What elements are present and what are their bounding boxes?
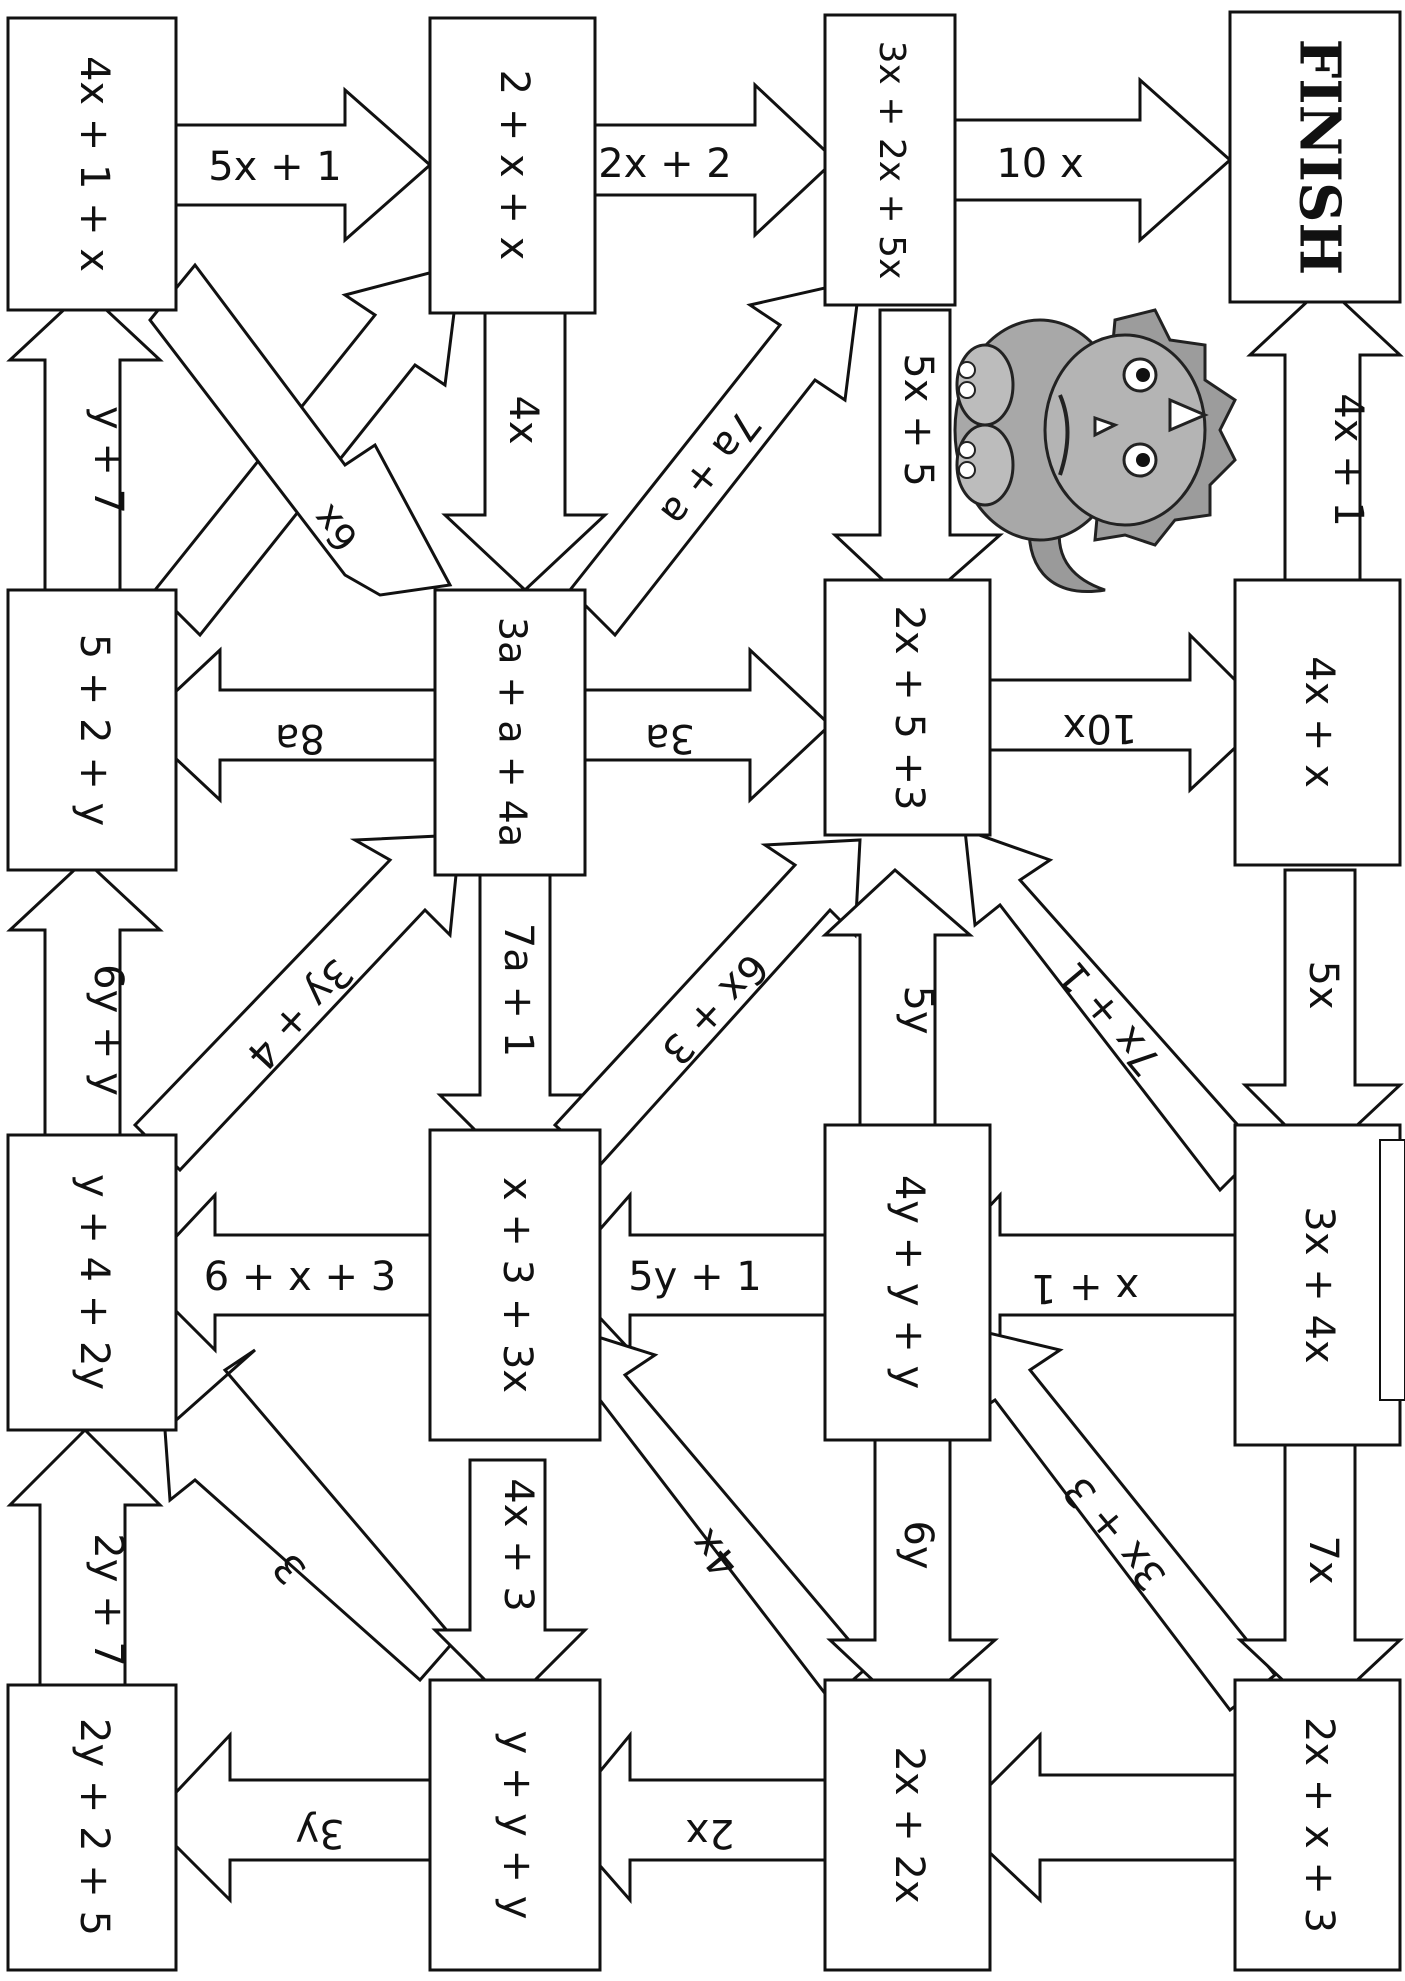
box-r1c1: 4x + 1 + x xyxy=(8,18,176,310)
box-label: y + 4 + 2y xyxy=(71,1174,117,1390)
arrow-label: 10x xyxy=(1063,705,1138,751)
triceratops-icon xyxy=(955,310,1235,592)
arrow-a7: 4x xyxy=(445,310,605,590)
box-label: 2x + x + 3 xyxy=(1296,1717,1342,1933)
box-label: 3x + 2x + 5x xyxy=(871,41,912,280)
arrow-a4: y + 7 xyxy=(10,290,160,590)
arrow-label: 4x + 3 xyxy=(495,1478,541,1612)
box-label: 5 + 2 + y xyxy=(71,634,117,826)
arrow-label: 3y xyxy=(295,1810,344,1856)
finish-label: FINISH xyxy=(1286,39,1352,276)
box-label: 2y + 2 + 5 xyxy=(71,1718,117,1936)
box-r4c1: 2y + 2 + 5 xyxy=(8,1685,176,1970)
arrow-label: x + 1 xyxy=(1031,1265,1139,1311)
box-label: 2x + 2x xyxy=(886,1746,932,1903)
arrow-label: 3a xyxy=(645,715,695,761)
arrow-label: 5x xyxy=(1300,960,1346,1009)
box-r3c4: 3x + 4x xyxy=(1235,1125,1400,1445)
arrow-a13: 10x xyxy=(990,635,1270,790)
box-r3c2: x + 3 + 3x xyxy=(430,1130,600,1440)
arrow-a15: 3y + 4 xyxy=(135,835,460,1170)
arrow-a11: 8a xyxy=(140,650,435,800)
arrow-label: 2y + 7 xyxy=(85,1533,131,1667)
arrow-label: 10 x xyxy=(996,141,1083,187)
box-r3c1: y + 4 + 2y xyxy=(8,1135,176,1430)
arrow-a14: 6y + y xyxy=(10,860,160,1135)
arrow-label: 6y + y xyxy=(85,964,131,1096)
box-r2c3: 2x + 5 +3 xyxy=(825,580,990,835)
arrow-label: 2x + 2 xyxy=(598,141,732,187)
arrow-a8: 7a + a xyxy=(570,280,860,635)
arrow-label: 7x xyxy=(1300,1535,1346,1584)
arrow-label: 6 + x + 3 xyxy=(204,1254,396,1300)
arrow-a19: 7x + 1 xyxy=(965,830,1260,1190)
arrow-a29: 3x + 3 xyxy=(955,1325,1275,1710)
box-label: 3x + 4x xyxy=(1296,1206,1342,1363)
arrow-label: y + 7 xyxy=(85,406,131,514)
arrow-label: 5x + 5 xyxy=(895,353,941,487)
arrow-a10: 4x + 1 xyxy=(1250,285,1400,580)
arrow-label: 5y xyxy=(895,985,941,1034)
box-r3c3: 4y + y + y xyxy=(825,1125,990,1440)
arrow-label: 4x + 1 xyxy=(1325,393,1371,527)
arrow-label: 7a + 1 xyxy=(495,923,541,1057)
box-r4c3: 2x + 2x xyxy=(825,1680,990,1970)
arrow-a1: 5x + 1 xyxy=(160,90,430,240)
arrow-a24: 2y + 7 xyxy=(10,1430,160,1700)
box-r4c4: 2x + x + 3 xyxy=(1235,1680,1400,1970)
box-r2c2: 3a + a + 4a xyxy=(435,590,585,875)
arrow-label: 8a xyxy=(275,715,325,761)
arrow-a12: 3a xyxy=(585,650,830,800)
box-label: 4y + y + y xyxy=(886,1175,932,1389)
arrow-label: 5y + 1 xyxy=(628,1254,762,1300)
arrow-a33 xyxy=(955,1735,1235,1900)
box-r2c1: 5 + 2 + y xyxy=(8,590,176,870)
arrow-a26: 4x + 3 xyxy=(435,1460,585,1705)
page-edge-tab xyxy=(1380,1140,1405,1400)
box-r2c4: 4x + x xyxy=(1235,580,1400,865)
arrow-a2: 2x + 2 xyxy=(555,85,835,235)
box-label: 3a + a + 4a xyxy=(491,617,535,847)
box-label: 4x + x xyxy=(1296,656,1342,788)
arrow-label: 6y xyxy=(895,1520,941,1569)
box-label: y + y + y xyxy=(494,1731,540,1920)
arrow-a25: 3 xyxy=(165,1350,455,1680)
box-label: 2 + x + x xyxy=(491,70,537,261)
arrow-label: 5x + 1 xyxy=(208,144,342,190)
arrow-a17: 6x + 3 xyxy=(555,840,860,1165)
box-r1c3: 3x + 2x + 5x xyxy=(825,15,955,305)
arrow-a20: 5x xyxy=(1245,870,1400,1160)
arrow-a31: 3y xyxy=(150,1735,435,1900)
box-r4c2: y + y + y xyxy=(430,1680,600,1970)
box-label: 2x + 5 +3 xyxy=(886,605,932,810)
arrow-label: 7x + 1 xyxy=(1050,952,1171,1084)
arrow-a3: 10 x xyxy=(955,80,1230,240)
box-r1c2: 2 + x + x xyxy=(430,18,595,313)
box-label: x + 3 + 3x xyxy=(494,1177,540,1393)
arrow-a21: 6 + x + 3 xyxy=(140,1195,435,1350)
arrow-label: 4x xyxy=(500,395,546,444)
arrow-label: 2x xyxy=(685,1810,734,1856)
box-label: 4x + 1 + x xyxy=(71,56,117,272)
box-r1c4: FINISH xyxy=(1230,12,1400,302)
